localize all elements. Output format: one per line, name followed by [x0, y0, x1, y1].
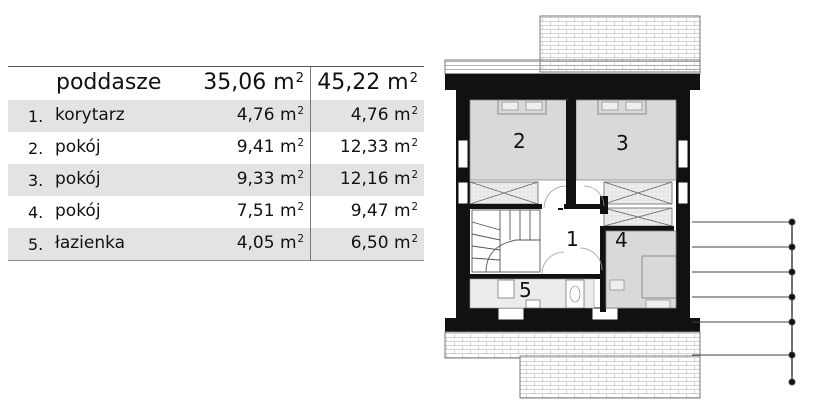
- row-number: 5.: [28, 235, 44, 254]
- table-header: poddasze 35,06 m2 45,22 m2: [8, 66, 424, 102]
- column-divider: [310, 196, 311, 228]
- room-1: [542, 210, 600, 274]
- floor-plan-drawing: [444, 15, 796, 399]
- row-number: 3.: [28, 171, 44, 190]
- partition-wall: [566, 100, 576, 208]
- table-row: 1. korytarz 4,76 m2 4,76 m2: [8, 100, 424, 133]
- header-area-total: 45,22 m2: [317, 70, 418, 95]
- row-number: 4.: [28, 203, 44, 222]
- area-usable: 4,05 m2: [236, 233, 304, 253]
- room-label-2: 2: [513, 129, 526, 153]
- table-row: 3. pokój 9,33 m2 12,16 m2: [8, 164, 424, 197]
- area-usable: 9,41 m2: [236, 137, 304, 157]
- column-divider: [310, 100, 311, 132]
- area-total: 12,16 m2: [339, 169, 418, 189]
- area-total: 12,33 m2: [339, 137, 418, 157]
- column-divider: [310, 228, 311, 260]
- area-usable: 9,33 m2: [236, 169, 304, 189]
- row-number: 1.: [28, 107, 44, 126]
- room-label-3: 3: [616, 131, 629, 155]
- table-row: 4. pokój 7,51 m2 9,47 m2: [8, 196, 424, 229]
- room-4: [605, 230, 677, 309]
- room-name: łazienka: [55, 233, 126, 253]
- floor-plan: 2 3 1 4 5: [430, 10, 820, 410]
- level-name: poddasze: [56, 70, 162, 95]
- room-name: pokój: [55, 169, 101, 189]
- room-name: pokój: [55, 201, 101, 221]
- room-label-4: 4: [615, 228, 628, 252]
- staircase: [471, 209, 541, 273]
- room-name: korytarz: [55, 105, 125, 125]
- column-divider: [310, 132, 311, 164]
- row-number: 2.: [28, 139, 44, 158]
- room-name: pokój: [55, 137, 101, 157]
- area-table: poddasze 35,06 m2 45,22 m2 1. korytarz 4…: [8, 66, 424, 261]
- room-5: [469, 278, 595, 309]
- room-3: [575, 99, 677, 181]
- area-total: 9,47 m2: [350, 201, 418, 221]
- table-row: 2. pokój 9,41 m2 12,33 m2: [8, 132, 424, 165]
- balcony-railing: [692, 218, 796, 386]
- area-usable: 4,76 m2: [236, 105, 304, 125]
- area-usable: 7,51 m2: [236, 201, 304, 221]
- room-2: [469, 99, 569, 181]
- area-total: 4,76 m2: [350, 105, 418, 125]
- area-total: 6,50 m2: [350, 233, 418, 253]
- door-swings: [541, 185, 605, 275]
- column-divider: [310, 164, 311, 196]
- room-label-5: 5: [519, 278, 532, 302]
- room-label-1: 1: [566, 227, 579, 251]
- roof-dormer-top: [444, 15, 701, 90]
- wardrobes: [469, 181, 673, 227]
- roof-bottom: [444, 318, 701, 399]
- table-row: 5. łazienka 4,05 m2 6,50 m2: [8, 228, 424, 261]
- header-area-usable: 35,06 m2: [203, 70, 304, 95]
- column-divider: [310, 67, 311, 101]
